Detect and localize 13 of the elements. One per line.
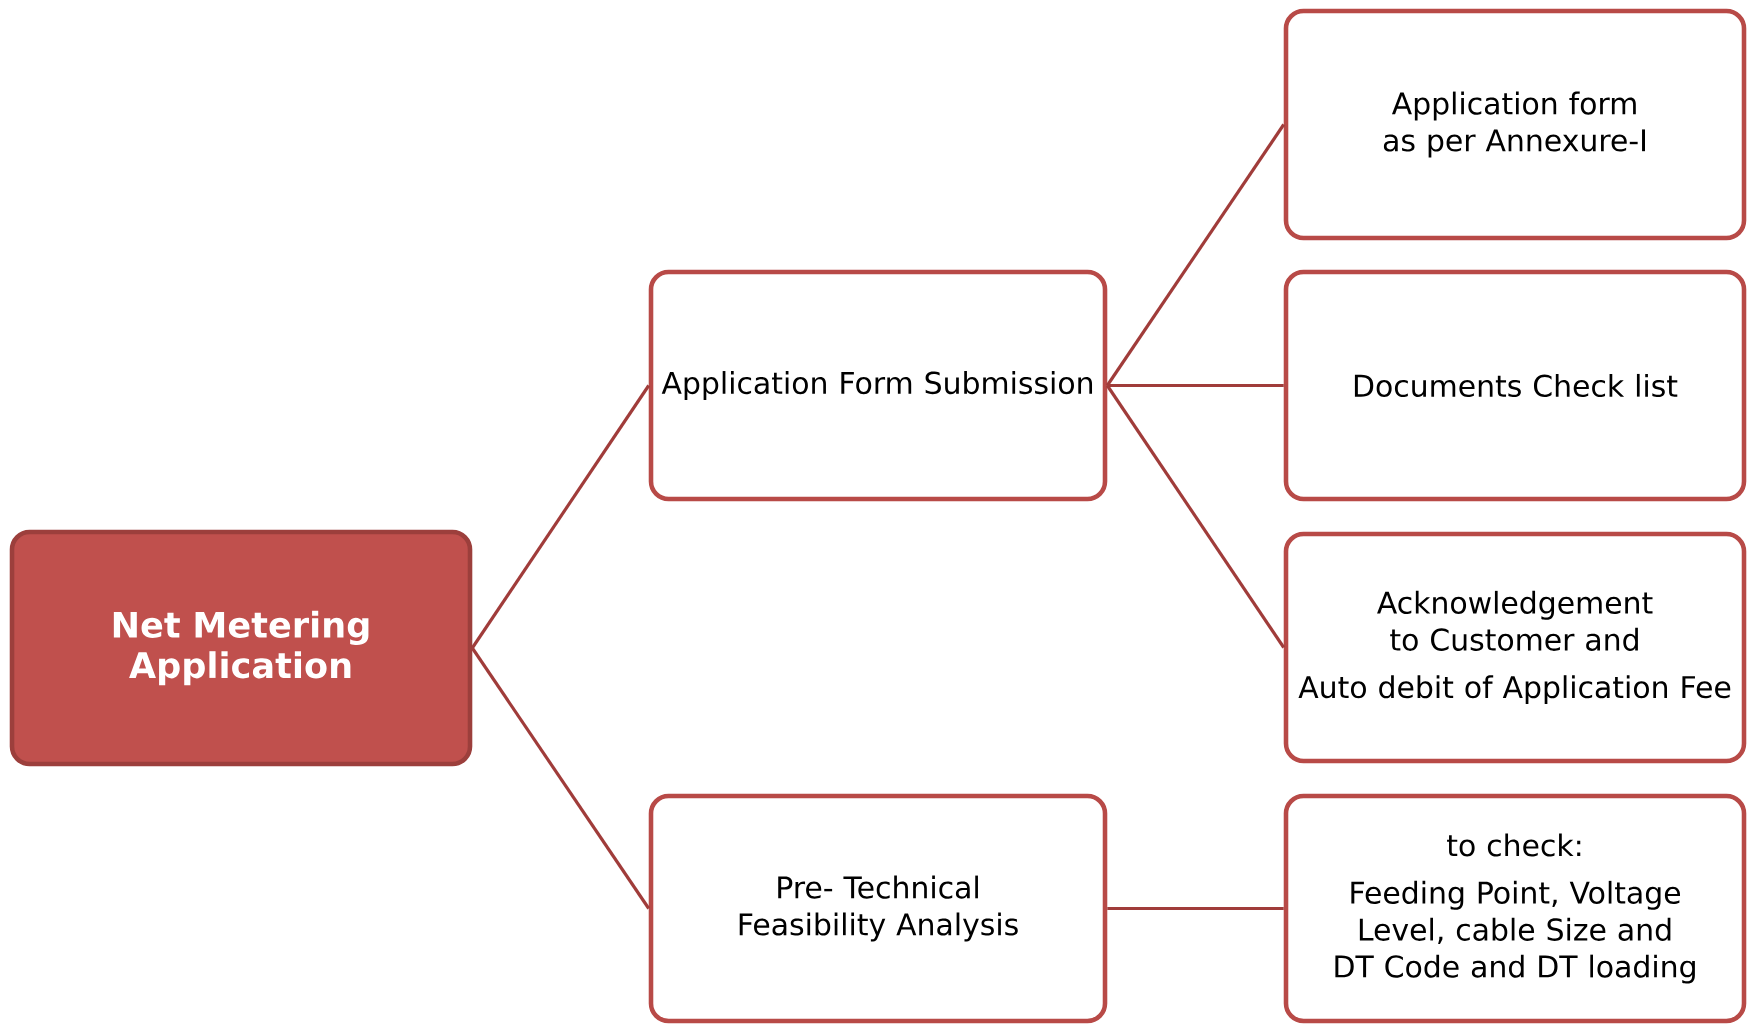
process-box: Acknowledgement to Customer and Auto debit of Application Fee <box>1283 531 1747 764</box>
connector-line <box>1107 906 1284 911</box>
process-box: Application Form Submission <box>648 269 1108 502</box>
process-box: Pre- Technical Feasibility Analysis <box>648 793 1108 1024</box>
process-box: Documents Check list <box>1283 269 1747 502</box>
connector-line <box>471 647 651 910</box>
root-box: Net Metering Application <box>9 529 473 767</box>
connector-line <box>1106 123 1286 387</box>
connector-line <box>470 384 651 649</box>
process-box: Application form as per Annexure-I <box>1283 8 1747 241</box>
process-box: to check: Feeding Point, Voltage Level, cable Size and DT Code and DT loading <box>1283 793 1747 1024</box>
connector-line <box>1107 383 1284 388</box>
connector-line <box>1105 384 1286 649</box>
